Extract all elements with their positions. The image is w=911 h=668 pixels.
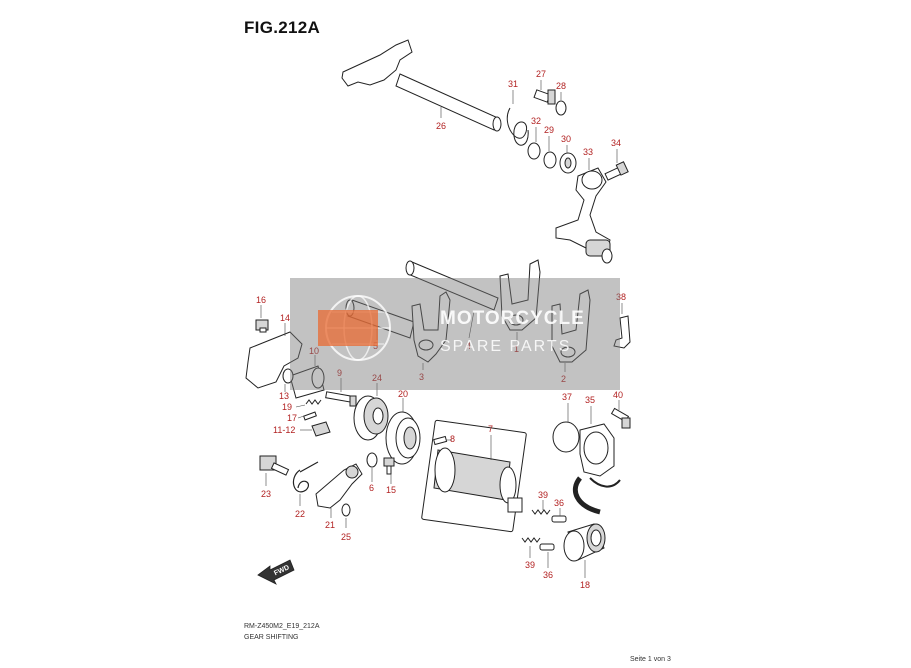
part-3-shift-fork — [411, 291, 451, 363]
part-40-bolt — [610, 407, 631, 429]
part-34-bolt — [604, 161, 629, 181]
figure-code: RM-Z450M2_E19_212A — [244, 623, 320, 630]
label-29: 29 — [544, 125, 554, 135]
part-11-12-pawl — [311, 421, 331, 437]
label-22: 22 — [295, 509, 305, 519]
label-11-12: 11-12 — [273, 425, 295, 435]
label-38: 38 — [616, 292, 626, 302]
watermark-logo-block — [318, 310, 378, 346]
label-7: 7 — [488, 424, 493, 434]
label-3: 3 — [419, 372, 424, 382]
figure-caption: GEAR SHIFTING — [244, 634, 299, 641]
part-31-return-spring — [506, 107, 529, 146]
label-2: 2 — [561, 374, 566, 384]
label-15: 15 — [386, 485, 396, 495]
part-28-washer — [555, 100, 567, 116]
label-27: 27 — [536, 69, 546, 79]
part-10-pawl-holder — [289, 365, 325, 399]
part-36a-plunger — [551, 515, 567, 523]
label-17: 17 — [287, 413, 297, 423]
label-39a: 39 — [538, 490, 548, 500]
label-31: 31 — [508, 79, 518, 89]
label-39b: 39 — [525, 560, 535, 570]
part-19-spring — [305, 399, 322, 405]
part-37-o-ring — [552, 421, 580, 453]
part-14-stopper-plate — [245, 331, 303, 389]
label-37: 37 — [562, 392, 572, 402]
label-5: 5 — [373, 341, 378, 351]
label-4: 4 — [466, 341, 471, 351]
part-32-circlip — [527, 142, 541, 160]
label-36b: 36 — [543, 570, 553, 580]
label-9: 9 — [337, 368, 342, 378]
label-36a: 36 — [554, 498, 564, 508]
part-29-washer — [543, 151, 557, 169]
part-8-pin — [433, 435, 448, 446]
label-13: 13 — [279, 391, 289, 401]
part-36b-plunger — [539, 543, 555, 551]
label-28: 28 — [556, 81, 566, 91]
label-18: 18 — [580, 580, 590, 590]
part-18-needle-bearing — [563, 523, 606, 562]
fwd-arrow-icon: FWD — [257, 559, 295, 585]
part-35-housing — [579, 423, 621, 488]
label-40: 40 — [613, 390, 623, 400]
part-1-shift-fork — [499, 259, 541, 331]
part-2-shift-fork — [551, 289, 591, 363]
part-33-gearshift-lever — [555, 167, 613, 264]
label-10: 10 — [309, 346, 319, 356]
label-34: 34 — [611, 138, 621, 148]
label-33: 33 — [583, 147, 593, 157]
label-16: 16 — [256, 295, 266, 305]
label-23: 23 — [261, 489, 271, 499]
part-9-bolt — [325, 391, 357, 407]
part-39a-spring — [531, 509, 551, 515]
label-6: 6 — [369, 483, 374, 493]
label-25: 25 — [341, 532, 351, 542]
part-17-pin — [303, 411, 317, 421]
part-4-fork-shaft — [405, 260, 499, 311]
part-39b-spring — [521, 537, 541, 543]
figure-title: FIG.212A — [244, 18, 321, 37]
part-24-cam-gear — [353, 395, 389, 441]
part-16-bolt — [255, 319, 269, 333]
part-7-shift-cam-drum — [421, 419, 527, 533]
label-35: 35 — [585, 395, 595, 405]
label-20: 20 — [398, 389, 408, 399]
label-8: 8 — [450, 434, 455, 444]
label-21: 21 — [325, 520, 335, 530]
part-27-bolt — [533, 89, 556, 105]
label-14: 14 — [280, 313, 290, 323]
label-30: 30 — [561, 134, 571, 144]
part-22-spring — [292, 461, 319, 493]
label-1: 1 — [514, 344, 519, 354]
watermark-line2: SPARE PARTS — [440, 338, 572, 355]
part-26-shift-shaft — [341, 39, 502, 132]
part-21-stopper-arm — [315, 463, 363, 509]
page-indicator: Seite 1 von 3 — [630, 656, 671, 663]
part-25-washer — [341, 503, 351, 517]
label-19: 19 — [282, 402, 292, 412]
part-38-clip — [613, 315, 631, 349]
label-32: 32 — [531, 116, 541, 126]
part-6-washer — [366, 452, 378, 468]
part-20-bearing — [385, 411, 421, 465]
label-26: 26 — [436, 121, 446, 131]
part-15-bolt — [383, 457, 395, 475]
watermark-line1: MOTORCYCLE — [440, 308, 585, 329]
label-24: 24 — [372, 373, 382, 383]
part-13-washer — [282, 368, 294, 384]
part-23-bolt — [259, 455, 290, 476]
breather-hose-line — [573, 476, 601, 515]
part-30-oil-seal — [559, 152, 577, 174]
